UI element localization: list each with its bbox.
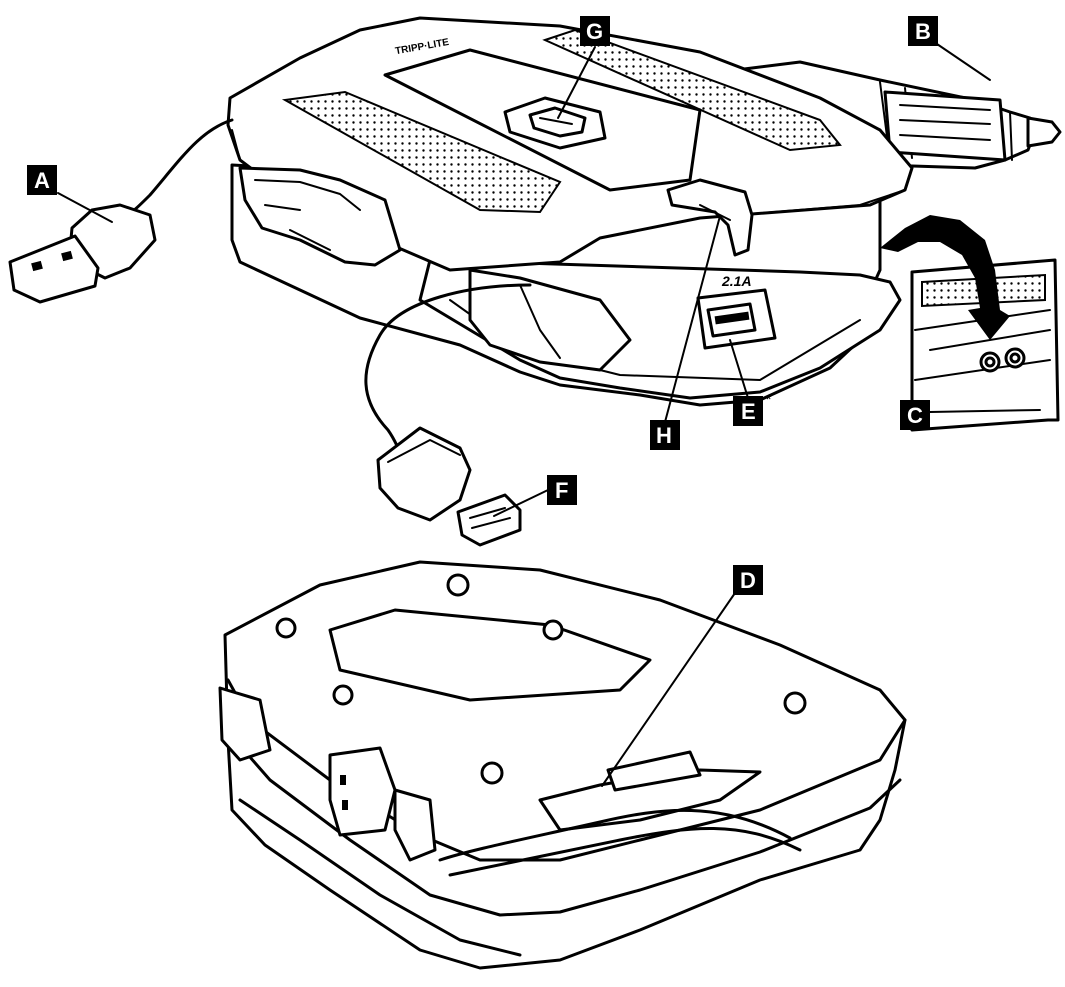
usb-output-port: 2.1A: [696, 273, 777, 350]
callout-d: D: [733, 565, 763, 595]
leader-line-a: [57, 192, 113, 223]
leader-line-e: [729, 339, 749, 399]
svg-text:E: E: [741, 399, 756, 424]
callout-g: G: [580, 16, 610, 46]
svg-text:G: G: [586, 19, 603, 44]
callout-a: A: [27, 165, 57, 195]
callout-b: B: [908, 16, 938, 46]
leader-lines: [57, 43, 1041, 787]
callout-e: E *: [733, 391, 772, 426]
leader-line-d: [601, 592, 736, 787]
usb-a-connector: [8, 118, 234, 304]
callout-c: C: [900, 400, 930, 430]
release-latch: [666, 178, 754, 257]
svg-text:C: C: [907, 403, 923, 428]
callout-f: F: [547, 475, 577, 505]
bottom-body: [223, 560, 907, 970]
leader-line-b: [936, 43, 991, 81]
svg-text:H: H: [656, 423, 672, 448]
power-button: [503, 96, 607, 150]
svg-text:D: D: [740, 568, 756, 593]
micro-usb-connector: [364, 283, 532, 547]
callout-h: H: [650, 420, 680, 450]
leader-line-c: [929, 409, 1041, 413]
svg-text:A: A: [34, 168, 50, 193]
inset-detail-storage: [880, 215, 1060, 432]
svg-text:F: F: [555, 478, 568, 503]
charger-top-view: TRIPP·LITE 2.1A: [8, 16, 1062, 547]
leader-line-g: [557, 46, 596, 119]
rotate-arrow-icon: [880, 215, 1010, 340]
leader-line-h: [664, 215, 721, 423]
charger-bottom-view: [218, 560, 907, 970]
leader-line-f: [493, 489, 549, 517]
svg-text:B: B: [915, 19, 931, 44]
port-rating-label: 2.1A: [721, 273, 752, 289]
footnote-asterisk: *: [766, 391, 772, 407]
